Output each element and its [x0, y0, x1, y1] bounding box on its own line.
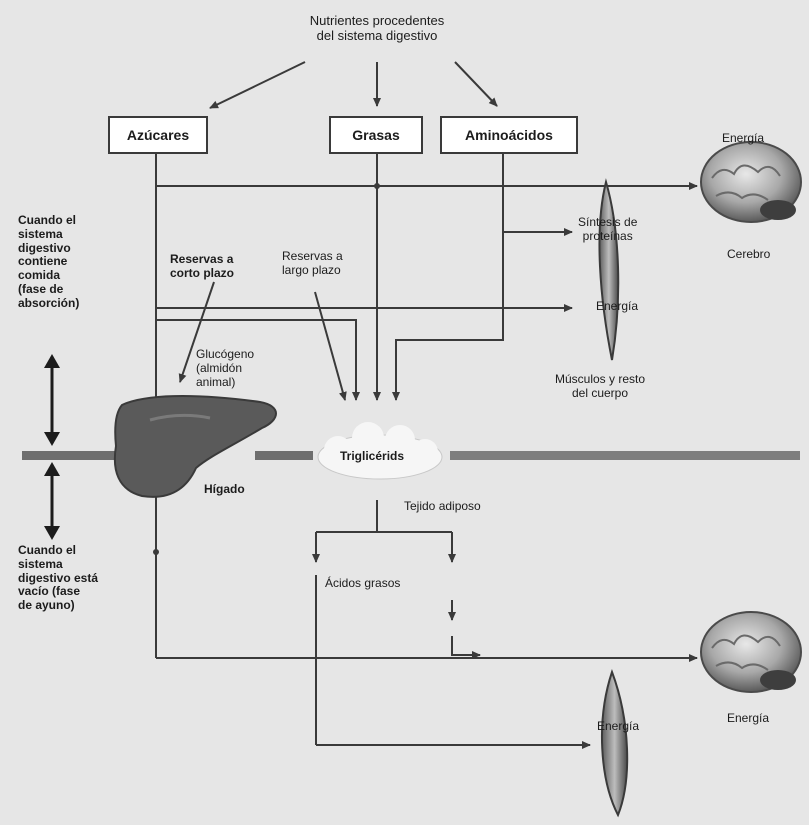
nutrients-title-line2: del sistema digestivo: [262, 29, 492, 44]
nutrients-title: Nutrientes procedentes del sistema diges…: [262, 14, 492, 44]
sugars-box: Azúcares: [108, 116, 208, 154]
glycogen-label: Glucógeno (almidón animal): [196, 348, 254, 389]
long-term-line2: largo plazo: [282, 264, 343, 278]
junction-dots: [153, 183, 380, 555]
muscle-icon: [599, 182, 618, 360]
phase-arrows: [44, 354, 60, 540]
adipose-tissue-label: Tejido adiposo: [404, 500, 481, 514]
absorption-line5: comida: [18, 269, 79, 283]
energy-muscle-bottom-label: Energía: [597, 720, 639, 734]
short-term-line1: Reservas a: [170, 253, 234, 267]
short-term-reserves-label: Reservas a corto plazo: [170, 253, 234, 281]
liver-label: Hígado: [204, 483, 245, 497]
protein-synthesis-line2: proteínas: [578, 230, 637, 244]
fats-box: Grasas: [329, 116, 423, 154]
absorption-line3: digestivo: [18, 242, 79, 256]
glycogen-line2: (almidón: [196, 362, 254, 376]
absorption-line6: (fase de: [18, 283, 79, 297]
long-term-line1: Reservas a: [282, 250, 343, 264]
nutrient-arrows: [210, 62, 497, 108]
absorption-line7: absorción): [18, 297, 79, 311]
absorption-phase-label: Cuando el sistema digestivo contiene com…: [18, 214, 79, 311]
muscles-line2: del cuerpo: [555, 387, 645, 401]
energy-brain-top-label: Energía: [722, 132, 764, 146]
short-term-line2: corto plazo: [170, 267, 234, 281]
glycogen-line1: Glucógeno: [196, 348, 254, 362]
brain-icon: [701, 142, 801, 222]
protein-synthesis-line1: Síntesis de: [578, 216, 637, 230]
triglycerides-label: Triglicérids: [340, 450, 404, 464]
absorption-line4: contiene: [18, 255, 79, 269]
fasting-line3: digestivo está: [18, 572, 98, 586]
brain-icon: [701, 612, 801, 692]
brain-label: Cerebro: [727, 248, 770, 262]
fasting-line5: de ayuno): [18, 599, 98, 613]
protein-synthesis-label: Síntesis de proteínas: [578, 216, 637, 244]
fasting-line4: vacío (fase: [18, 585, 98, 599]
fasting-line2: sistema: [18, 558, 98, 572]
muscle-icon: [602, 672, 627, 815]
glycogen-line3: animal): [196, 376, 254, 390]
muscles-line1: Músculos y resto: [555, 373, 645, 387]
fatty-acids-label: Ácidos grasos: [325, 577, 400, 591]
amino-acids-box: Aminoácidos: [440, 116, 578, 154]
absorption-line2: sistema: [18, 228, 79, 242]
nutrients-title-line1: Nutrientes procedentes: [262, 14, 492, 29]
energy-muscle-top-label: Energía: [596, 300, 638, 314]
fasting-phase-label: Cuando el sistema digestivo está vacío (…: [18, 544, 98, 613]
energy-brain-bottom-label: Energía: [727, 712, 769, 726]
liver-icon: [115, 396, 276, 497]
absorption-line1: Cuando el: [18, 214, 79, 228]
muscles-label: Músculos y resto del cuerpo: [555, 373, 645, 401]
long-term-reserves-label: Reservas a largo plazo: [282, 250, 343, 278]
fasting-line1: Cuando el: [18, 544, 98, 558]
